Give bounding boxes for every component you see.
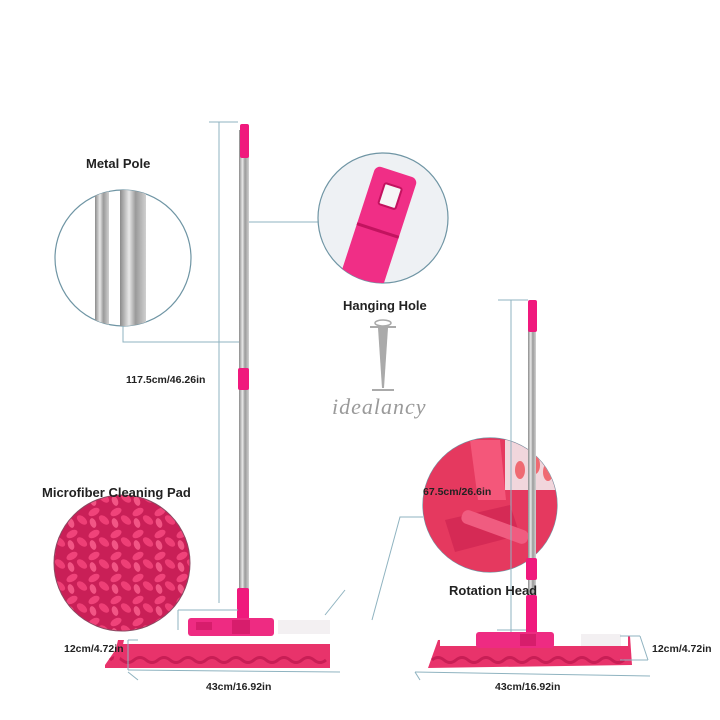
brand-watermark: idealancy	[332, 394, 427, 419]
hanging-hole-detail-circle	[317, 152, 449, 284]
left-pad-height-dimension: 12cm/4.72in	[64, 643, 124, 655]
microfiber-pad-label: Microfiber Cleaning Pad	[42, 485, 191, 500]
metal-pole-detail-circle	[54, 189, 192, 327]
long-mop-height-dimension: 117.5cm/46.26in	[126, 374, 206, 386]
right-pad-height-dimension: 12cm/4.72in	[652, 643, 712, 655]
right-pad-width-dimension: 43cm/16.92in	[495, 681, 561, 693]
left-pad-width-dimension: 43cm/16.92in	[206, 681, 272, 693]
hanging-hole-label: Hanging Hole	[343, 298, 427, 313]
microfiber-pad-detail-circle	[53, 494, 191, 632]
short-mop-illustration	[414, 299, 651, 681]
rotation-head-detail-circle	[422, 437, 558, 573]
metal-pole-label: Metal Pole	[86, 156, 151, 171]
brand-logo-icon	[370, 319, 396, 391]
rotation-head-label: Rotation Head	[449, 583, 538, 598]
short-mop-height-dimension: 67.5cm/26.6in	[423, 486, 492, 498]
long-mop-illustration	[105, 121, 346, 681]
